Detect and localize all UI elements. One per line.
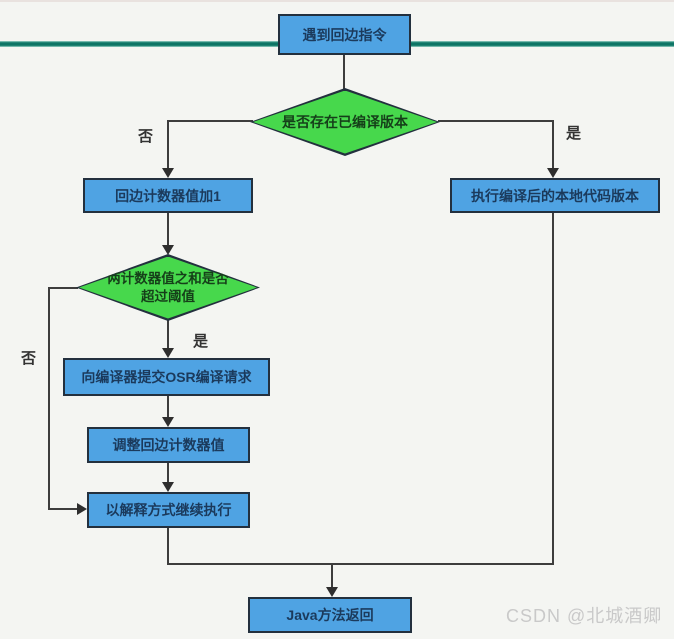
edge-interpret-to-merge: [167, 527, 169, 565]
edge-decision1-no-horizontal: [167, 120, 253, 122]
edge-exec-to-merge: [552, 212, 554, 565]
node-label: 向编译器提交OSR编译请求: [81, 369, 252, 385]
node-label: 以解释方式继续执行: [105, 502, 232, 518]
edge-decision1-yes-vertical: [552, 120, 554, 170]
edge-label-no: 否: [138, 128, 154, 145]
node-start: 遇到回边指令: [278, 14, 411, 55]
node-label: 执行编译后的本地代码版本: [471, 187, 639, 204]
edge-adjust-to-interpret: [167, 462, 169, 483]
node-label: Java方法返回: [286, 607, 374, 623]
node-label-line1: 两计数器值之和是否: [107, 270, 229, 286]
edge-osr-to-adjust: [167, 395, 169, 418]
arrowhead-down-icon: [162, 482, 174, 492]
top-edge-strip: [0, 0, 674, 2]
edge-inc-to-decision2: [167, 212, 169, 246]
node-java-method-return: Java方法返回: [248, 597, 412, 633]
arrowhead-down-icon: [162, 348, 174, 358]
node-submit-osr-compile-request: 向编译器提交OSR编译请求: [63, 358, 270, 396]
node-decision-compiled-version: 是否存在已编译版本: [250, 88, 440, 156]
csdn-watermark: CSDN @北城酒卿: [506, 606, 663, 626]
edge-decision1-yes-horizontal: [438, 120, 554, 122]
arrowhead-down-icon: [162, 168, 174, 178]
node-label: 回边计数器值加1: [115, 187, 221, 204]
edge-label-yes: 是: [193, 333, 209, 350]
node-label: 调整回边计数器值: [112, 437, 225, 453]
node-label: 两计数器值之和是否 超过阈值: [76, 254, 260, 321]
edge-decision2-no-top: [48, 287, 78, 289]
node-label-line2: 超过阈值: [141, 288, 195, 304]
node-continue-interpreted-execution: 以解释方式继续执行: [87, 492, 250, 528]
arrowhead-down-icon: [547, 168, 559, 178]
edge-start-to-decision1: [343, 55, 345, 89]
node-execute-compiled-native-code: 执行编译后的本地代码版本: [450, 178, 660, 213]
edge-decision2-yes: [167, 320, 169, 349]
arrowhead-down-icon: [326, 587, 338, 597]
node-increment-backedge-counter: 回边计数器值加1: [83, 178, 253, 213]
node-label-text: 是否存在已编译版本: [282, 113, 408, 130]
edge-label-yes: 是: [566, 125, 582, 142]
arrowhead-down-icon: [162, 245, 174, 255]
node-label: 遇到回边指令: [302, 26, 387, 43]
node-decision-counters-exceed-threshold: 两计数器值之和是否 超过阈值: [76, 254, 260, 321]
edge-decision1-no-vertical: [167, 120, 169, 170]
edge-decision2-no-vertical: [48, 287, 50, 510]
node-label: 是否存在已编译版本: [250, 88, 440, 156]
edge-merge-to-return: [331, 563, 333, 589]
arrowhead-right-icon: [77, 503, 87, 515]
arrowhead-down-icon: [162, 417, 174, 427]
edge-label-no: 否: [21, 350, 37, 367]
edge-merge-bar: [167, 563, 554, 565]
node-adjust-backedge-counter: 调整回边计数器值: [87, 427, 250, 463]
edge-decision2-no-bottom: [48, 508, 78, 510]
